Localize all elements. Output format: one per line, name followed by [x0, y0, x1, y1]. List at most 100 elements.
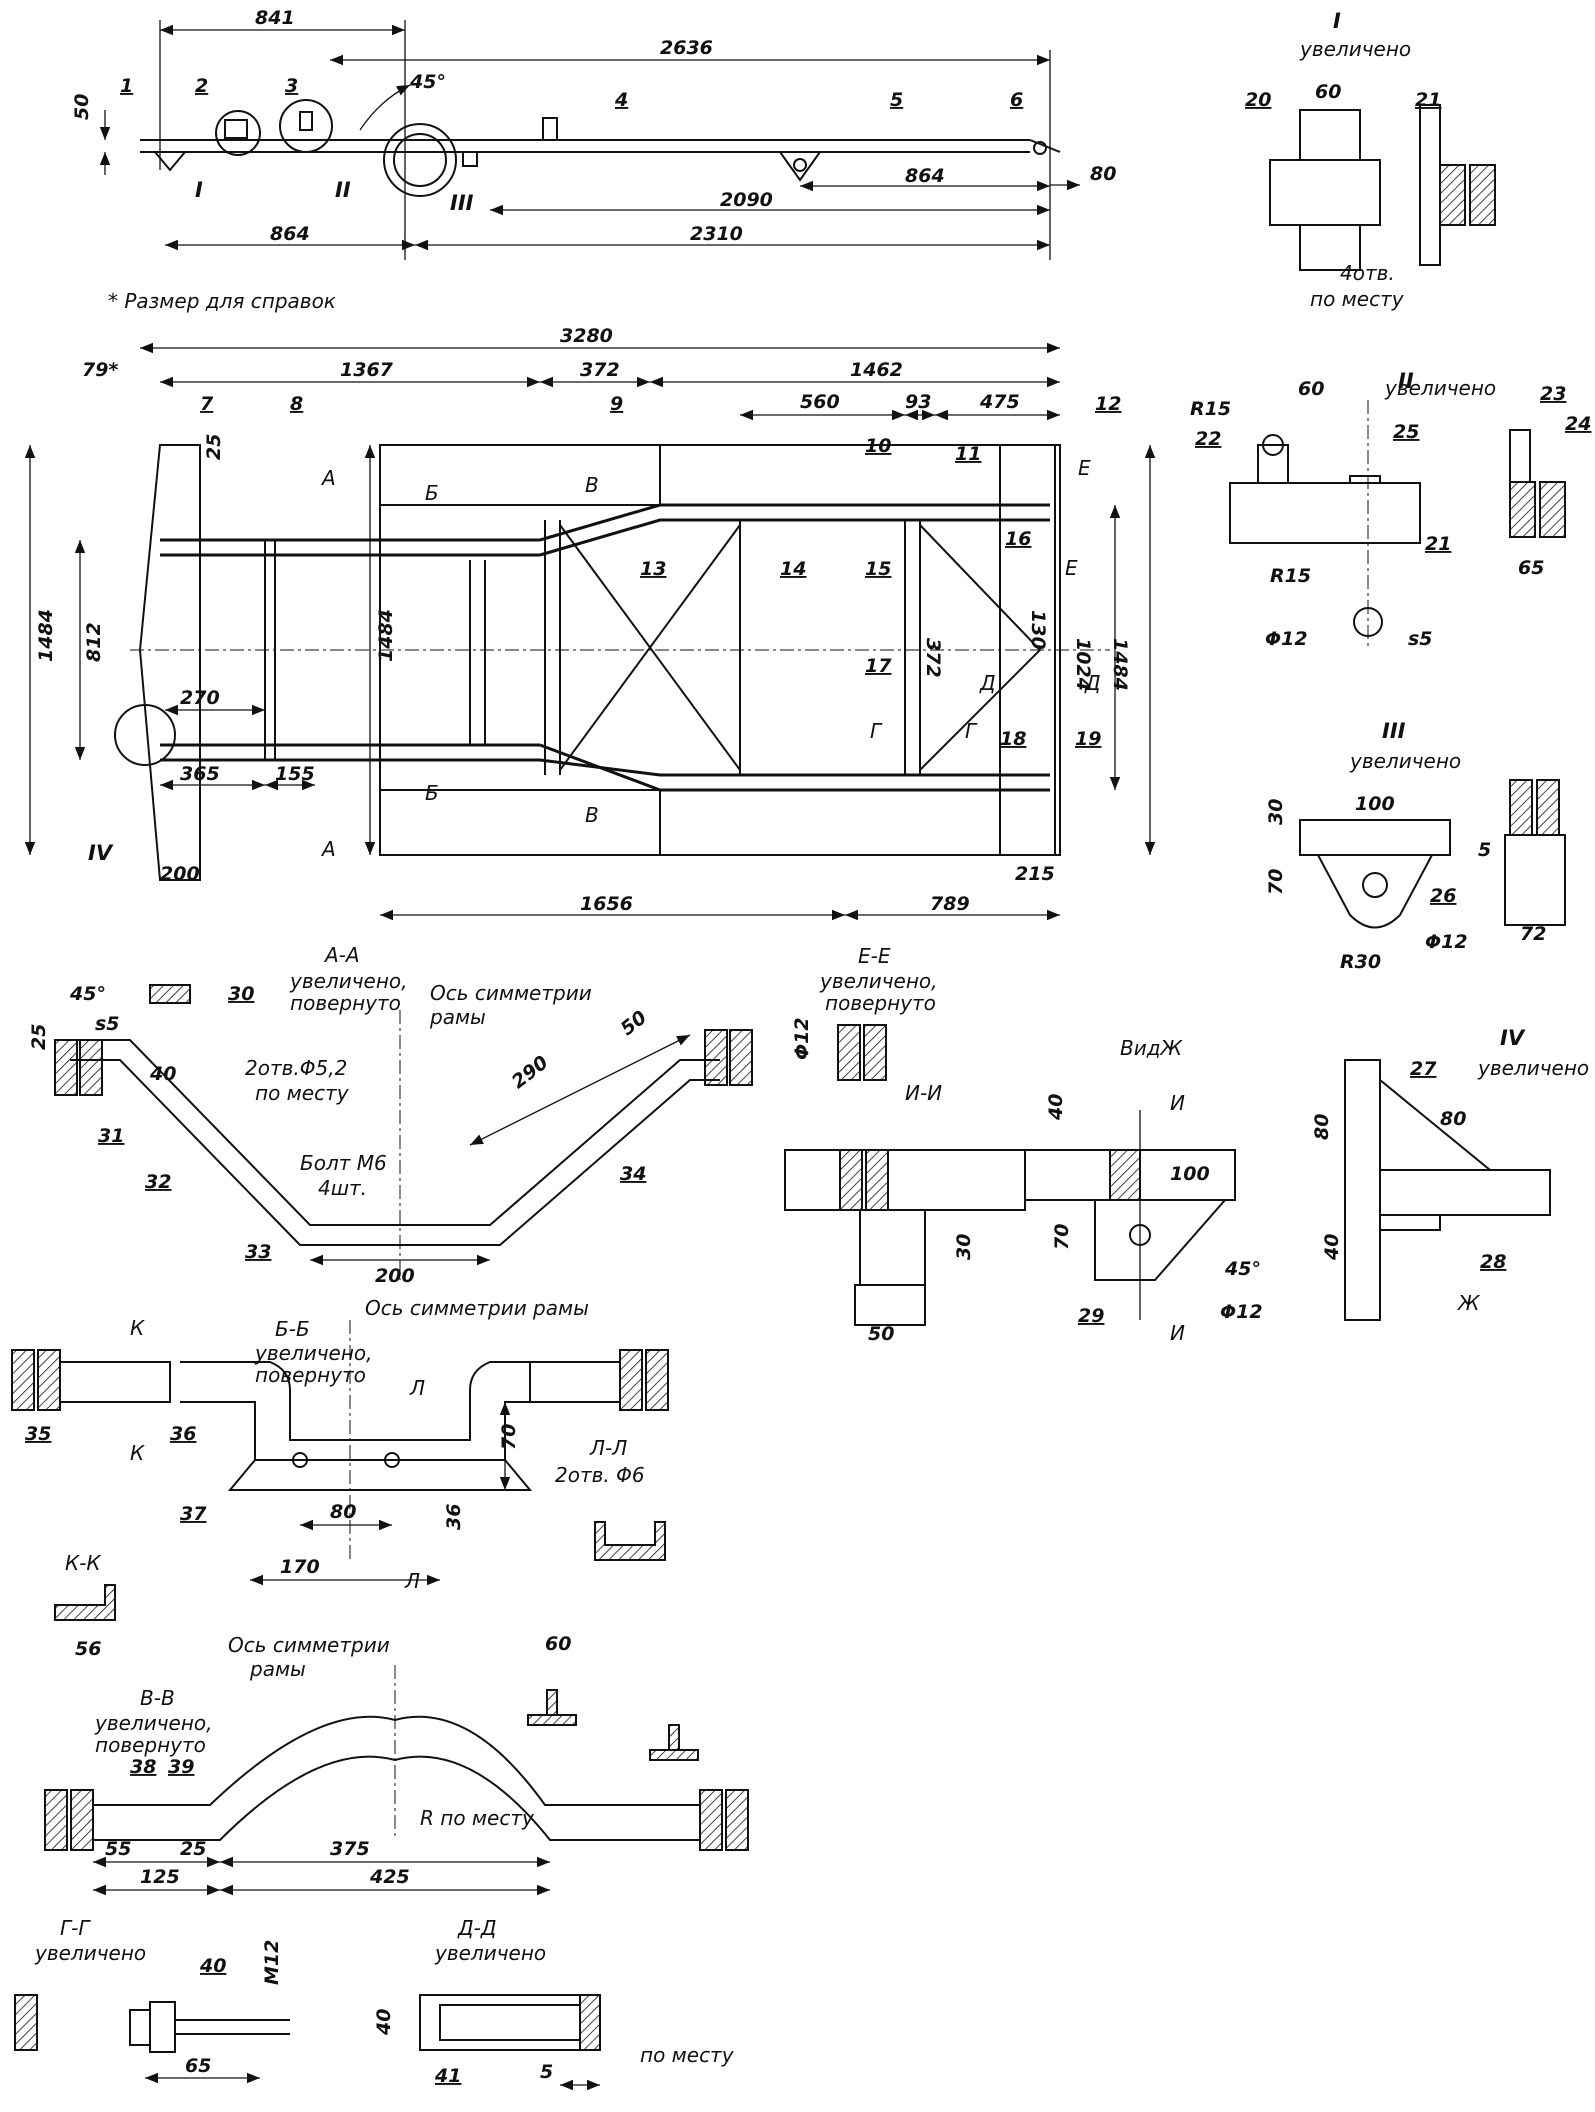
detail-II-subtitle: увеличено	[1384, 376, 1496, 400]
section-AA-note-holes: 2отв.Φ5,2	[245, 1056, 347, 1080]
detail-II: II увеличено R15 60 65 R15 Φ12 s5 22 23 …	[1190, 369, 1591, 650]
part-21-detail-II: 21	[1425, 533, 1451, 555]
section-mark-D-left: Д	[979, 671, 996, 695]
part-40: 40	[199, 1955, 226, 1977]
plan-view: 3280 79* 1367 372 1462 560 93 475 25 148…	[24, 325, 1156, 921]
dim-80: 80	[1090, 163, 1116, 185]
dim-2310: 2310	[690, 223, 743, 245]
section-A-A: А-А увеличено, повернуто Ось симметрии р…	[28, 943, 753, 1287]
part-28: 28	[1480, 1251, 1506, 1273]
detail-IV: IV увеличено 80 80 40 27 28 Ж	[1311, 1026, 1589, 1321]
section-V-V: В-В увеличено, повернуто Ось симметрии р…	[44, 1633, 749, 1896]
section-AA-dim-200: 200	[375, 1265, 415, 1287]
section-D-D: Д-Д увеличено 40 5 по месту 41	[373, 1916, 735, 2091]
section-II-dim-50: 50	[868, 1323, 894, 1345]
section-BB-subtitle-2: повернуто	[255, 1363, 366, 1387]
part-17: 17	[865, 655, 892, 677]
section-VV-axis-label-2: рамы	[249, 1657, 306, 1681]
part-13: 13	[640, 558, 666, 580]
part-20: 20	[1245, 89, 1271, 111]
part-1: 1	[120, 75, 133, 97]
part-24: 24	[1565, 413, 1591, 435]
part-35: 35	[25, 1423, 51, 1445]
part-3: 3	[285, 75, 298, 97]
section-BB-mark-K-top: К	[130, 1316, 145, 1340]
part-26: 26	[1430, 885, 1456, 907]
section-DD-note: по месту	[640, 2043, 735, 2067]
detail-II-dim-R15: R15	[1270, 565, 1311, 587]
detail-III-dim-5: 5	[1478, 839, 1491, 861]
section-AA-dim-40: 40	[149, 1063, 176, 1085]
detail-III-dim-30: 30	[1265, 799, 1287, 825]
dim-372-vert: 372	[922, 638, 944, 678]
dim-3280: 3280	[560, 325, 613, 347]
section-I-I: И-И 30 50	[784, 1081, 1026, 1345]
section-EE-subtitle-1: увеличено,	[819, 969, 938, 993]
part-10: 10	[865, 435, 891, 457]
view-Zh-dim-40: 40	[1045, 1094, 1067, 1121]
section-mark-E-bottom: Е	[1065, 556, 1078, 580]
section-BB-mark-K-bottom: К	[130, 1441, 145, 1465]
section-mark-B-top: Б	[425, 481, 439, 505]
section-BB-dim-70: 70	[498, 1424, 520, 1450]
view-Zh-title: ВидЖ	[1120, 1036, 1184, 1060]
view-Zh-dim-phi12: Φ12	[1220, 1301, 1263, 1323]
dim-1367: 1367	[340, 359, 394, 381]
dim-1656: 1656	[580, 893, 633, 915]
detail-IV-dim-40: 40	[1321, 1234, 1343, 1261]
section-DD-title: Д-Д	[457, 1916, 496, 1940]
callout-III: III	[450, 191, 474, 215]
section-mark-G-right: Г	[965, 719, 978, 743]
dim-1024: 1024	[1072, 638, 1094, 691]
section-VV-subtitle-2: повернуто	[95, 1733, 206, 1757]
section-B-B: Б-Б увеличено, повернуто Ось симметрии р…	[11, 1296, 669, 1593]
view-Zh-mark-bottom: И	[1170, 1321, 1185, 1345]
section-KK-title: К-К	[65, 1551, 101, 1575]
section-mark-V-top: В	[585, 473, 599, 497]
dim-93: 93	[905, 391, 931, 413]
dim-475: 475	[979, 391, 1020, 413]
section-BB-dim-36: 36	[443, 1504, 465, 1530]
section-mark-D-right: Д	[1084, 671, 1101, 695]
section-AA-dim-45: 45°	[69, 983, 106, 1005]
section-AA-subtitle-2: повернуто	[290, 991, 401, 1015]
section-mark-B-bottom: Б	[425, 781, 439, 805]
section-BB-subtitle-1: увеличено,	[254, 1341, 373, 1365]
section-GG-dim-M12: M12	[261, 1940, 283, 1985]
detail-II-dim-phi12: Φ12	[1265, 628, 1308, 650]
section-VV-dim-55: 55	[105, 1838, 131, 1860]
section-GG-title: Г-Г	[60, 1916, 91, 1940]
part-12: 12	[1095, 393, 1121, 415]
detail-III-title: III	[1382, 719, 1406, 743]
section-BB-mark-L-bottom: Л	[404, 1569, 420, 1593]
section-EE-subtitle-2: повернуто	[825, 991, 936, 1015]
part-41: 41	[434, 2065, 461, 2087]
dim-1484-left: 1484	[35, 609, 57, 662]
dim-841: 841	[255, 7, 295, 29]
part-21-detail-I: 21	[1415, 89, 1441, 111]
detail-II-dim-60: 60	[1298, 378, 1324, 400]
view-Zh: ВидЖ 40 100 70 45° Φ12 29 И И	[1024, 1036, 1263, 1345]
detail-I-note-place: по месту	[1310, 287, 1405, 311]
section-AA-dim-25: 25	[28, 1024, 50, 1050]
view-Zh-mark-top: И	[1170, 1091, 1185, 1115]
section-DD-dim-5: 5	[540, 2061, 553, 2083]
part-15: 15	[865, 558, 891, 580]
dim-1462: 1462	[850, 359, 903, 381]
dim-1484-mid: 1484	[375, 609, 397, 662]
dim-864-right: 864	[905, 165, 945, 187]
section-BB-dim-170: 170	[280, 1556, 320, 1578]
dim-789: 789	[930, 893, 970, 915]
part-11: 11	[955, 443, 981, 465]
part-2: 2	[195, 75, 208, 97]
section-VV-dim-375: 375	[330, 1838, 370, 1860]
section-VV-title: В-В	[140, 1686, 175, 1710]
section-BB-dim-80: 80	[330, 1501, 356, 1523]
detail-II-title: II	[1398, 369, 1414, 393]
section-E-E: Е-Е увеличено, повернуто Φ12	[791, 944, 938, 1081]
side-view: 841 2636 50 45° 864 80 2090 864 2310 1 2…	[71, 7, 1116, 313]
part-32: 32	[145, 1171, 171, 1193]
detail-III-dim-R30: R30	[1340, 951, 1381, 973]
detail-II-dim-s5: s5	[1408, 628, 1433, 650]
